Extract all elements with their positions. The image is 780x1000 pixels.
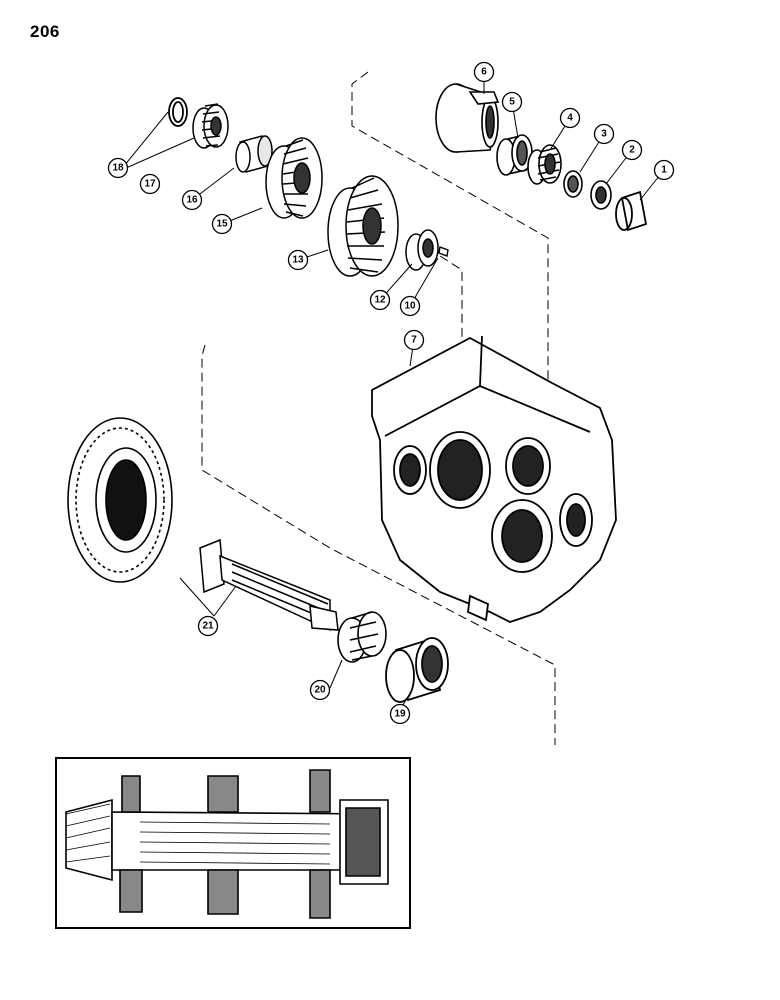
callout-16: 16	[181, 189, 203, 211]
svg-text:6: 6	[481, 67, 487, 78]
assembly-dashed-lines	[201, 71, 556, 745]
callout-7: 7	[403, 329, 425, 351]
svg-text:16: 16	[186, 195, 198, 206]
svg-text:12: 12	[374, 295, 386, 306]
svg-text:20: 20	[314, 685, 326, 696]
part-6-flanged-cup	[435, 83, 500, 153]
part-18-snap-ring	[168, 97, 188, 127]
svg-text:19: 19	[394, 709, 406, 720]
svg-text:21: 21	[202, 621, 214, 632]
callout-6: 6	[473, 61, 495, 83]
part-10-key	[438, 246, 449, 257]
part-12-bearing	[405, 229, 439, 271]
svg-text:10: 10	[404, 301, 416, 312]
svg-text:13: 13	[292, 255, 304, 266]
part-15-cluster-gear	[265, 137, 323, 219]
part-17-small-gear	[192, 103, 229, 149]
part-21-ring-gear	[67, 417, 173, 583]
svg-text:7: 7	[411, 335, 417, 346]
part-19-bearing-cup	[385, 637, 449, 703]
part-20-bearing	[337, 611, 387, 663]
svg-text:3: 3	[601, 129, 607, 140]
part-5-bearing-cup	[496, 134, 533, 176]
svg-text:2: 2	[629, 145, 635, 156]
callout-5: 5	[501, 91, 523, 113]
svg-text:4: 4	[567, 113, 573, 124]
callout-10: 10	[399, 295, 421, 317]
callout-13: 13	[287, 249, 309, 271]
part-13-large-gear	[327, 175, 399, 277]
callout-1: 1	[653, 159, 675, 181]
svg-text:18: 18	[112, 163, 124, 174]
svg-text:15: 15	[216, 219, 228, 230]
callout-18: 18	[107, 157, 129, 179]
callout-17: 17	[139, 173, 161, 195]
part-2-nut	[590, 180, 612, 210]
callout-21: 21	[197, 615, 219, 637]
part-3-washer	[563, 170, 583, 198]
callout-20: 20	[309, 679, 331, 701]
part-4-bearing-cone	[527, 144, 562, 185]
callout-4: 4	[559, 107, 581, 129]
svg-text:5: 5	[509, 97, 515, 108]
part-21-pinion-shaft	[199, 538, 339, 632]
part-16-sleeve	[235, 135, 273, 173]
cross-section-inset	[55, 757, 411, 929]
callout-12: 12	[369, 289, 391, 311]
callout-3: 3	[593, 123, 615, 145]
part-1-retaining-ring	[615, 190, 648, 232]
page-number: 206	[30, 22, 60, 41]
callout-2: 2	[621, 139, 643, 161]
callout-19: 19	[389, 703, 411, 725]
svg-text:1: 1	[661, 165, 667, 176]
part-7-housing	[371, 335, 617, 623]
callout-15: 15	[211, 213, 233, 235]
svg-text:17: 17	[144, 179, 156, 190]
